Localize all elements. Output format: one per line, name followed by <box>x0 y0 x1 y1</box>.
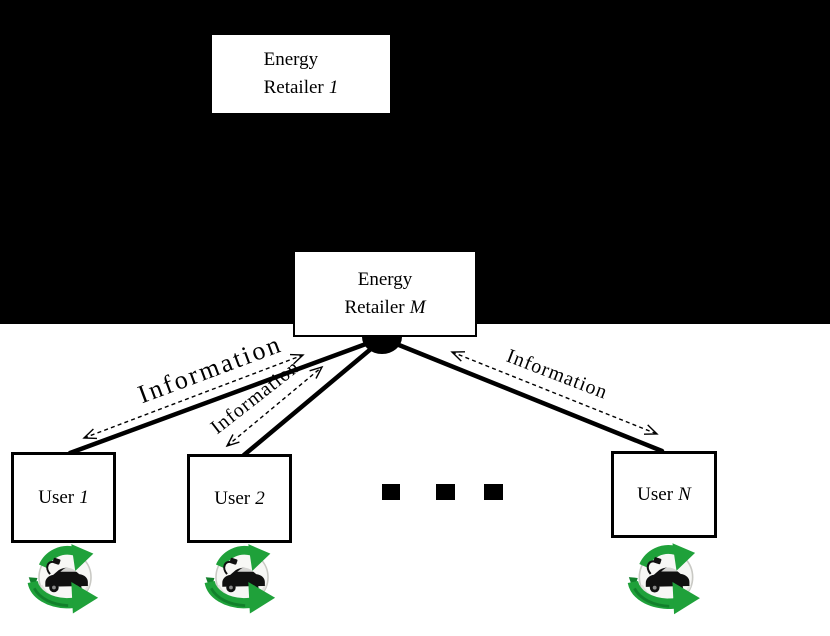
ellipsis-dot <box>484 484 503 500</box>
info-arrow-user1 <box>82 353 305 440</box>
ev-recycle-icon <box>202 541 282 623</box>
label-index: 2 <box>255 487 265 509</box>
link-line-userN <box>386 338 665 454</box>
label-line1: Energy <box>263 49 319 71</box>
ellipsis-dot <box>436 484 455 500</box>
link-line-user2 <box>241 340 381 458</box>
link-line-user1 <box>67 338 377 456</box>
label-text: User <box>637 483 674 505</box>
label-index: 1 <box>328 77 339 98</box>
ev-recycle-icon <box>25 541 105 623</box>
info-arrow-userN <box>450 351 659 435</box>
ellipsis-dot <box>382 484 400 500</box>
label-line1: Energy <box>357 268 413 290</box>
ev-recycle-icon <box>625 540 707 624</box>
label-line2: Retailer <box>344 296 405 318</box>
label-index: 1 <box>79 486 89 508</box>
info-arrow-user2 <box>225 365 324 448</box>
label-text: User <box>38 486 75 508</box>
label-index: N <box>678 483 691 505</box>
label-index: M <box>409 296 426 318</box>
label-line2: Retailer <box>263 77 324 98</box>
ellipsis-squares-icon <box>382 484 503 500</box>
label-text: User <box>214 487 251 509</box>
